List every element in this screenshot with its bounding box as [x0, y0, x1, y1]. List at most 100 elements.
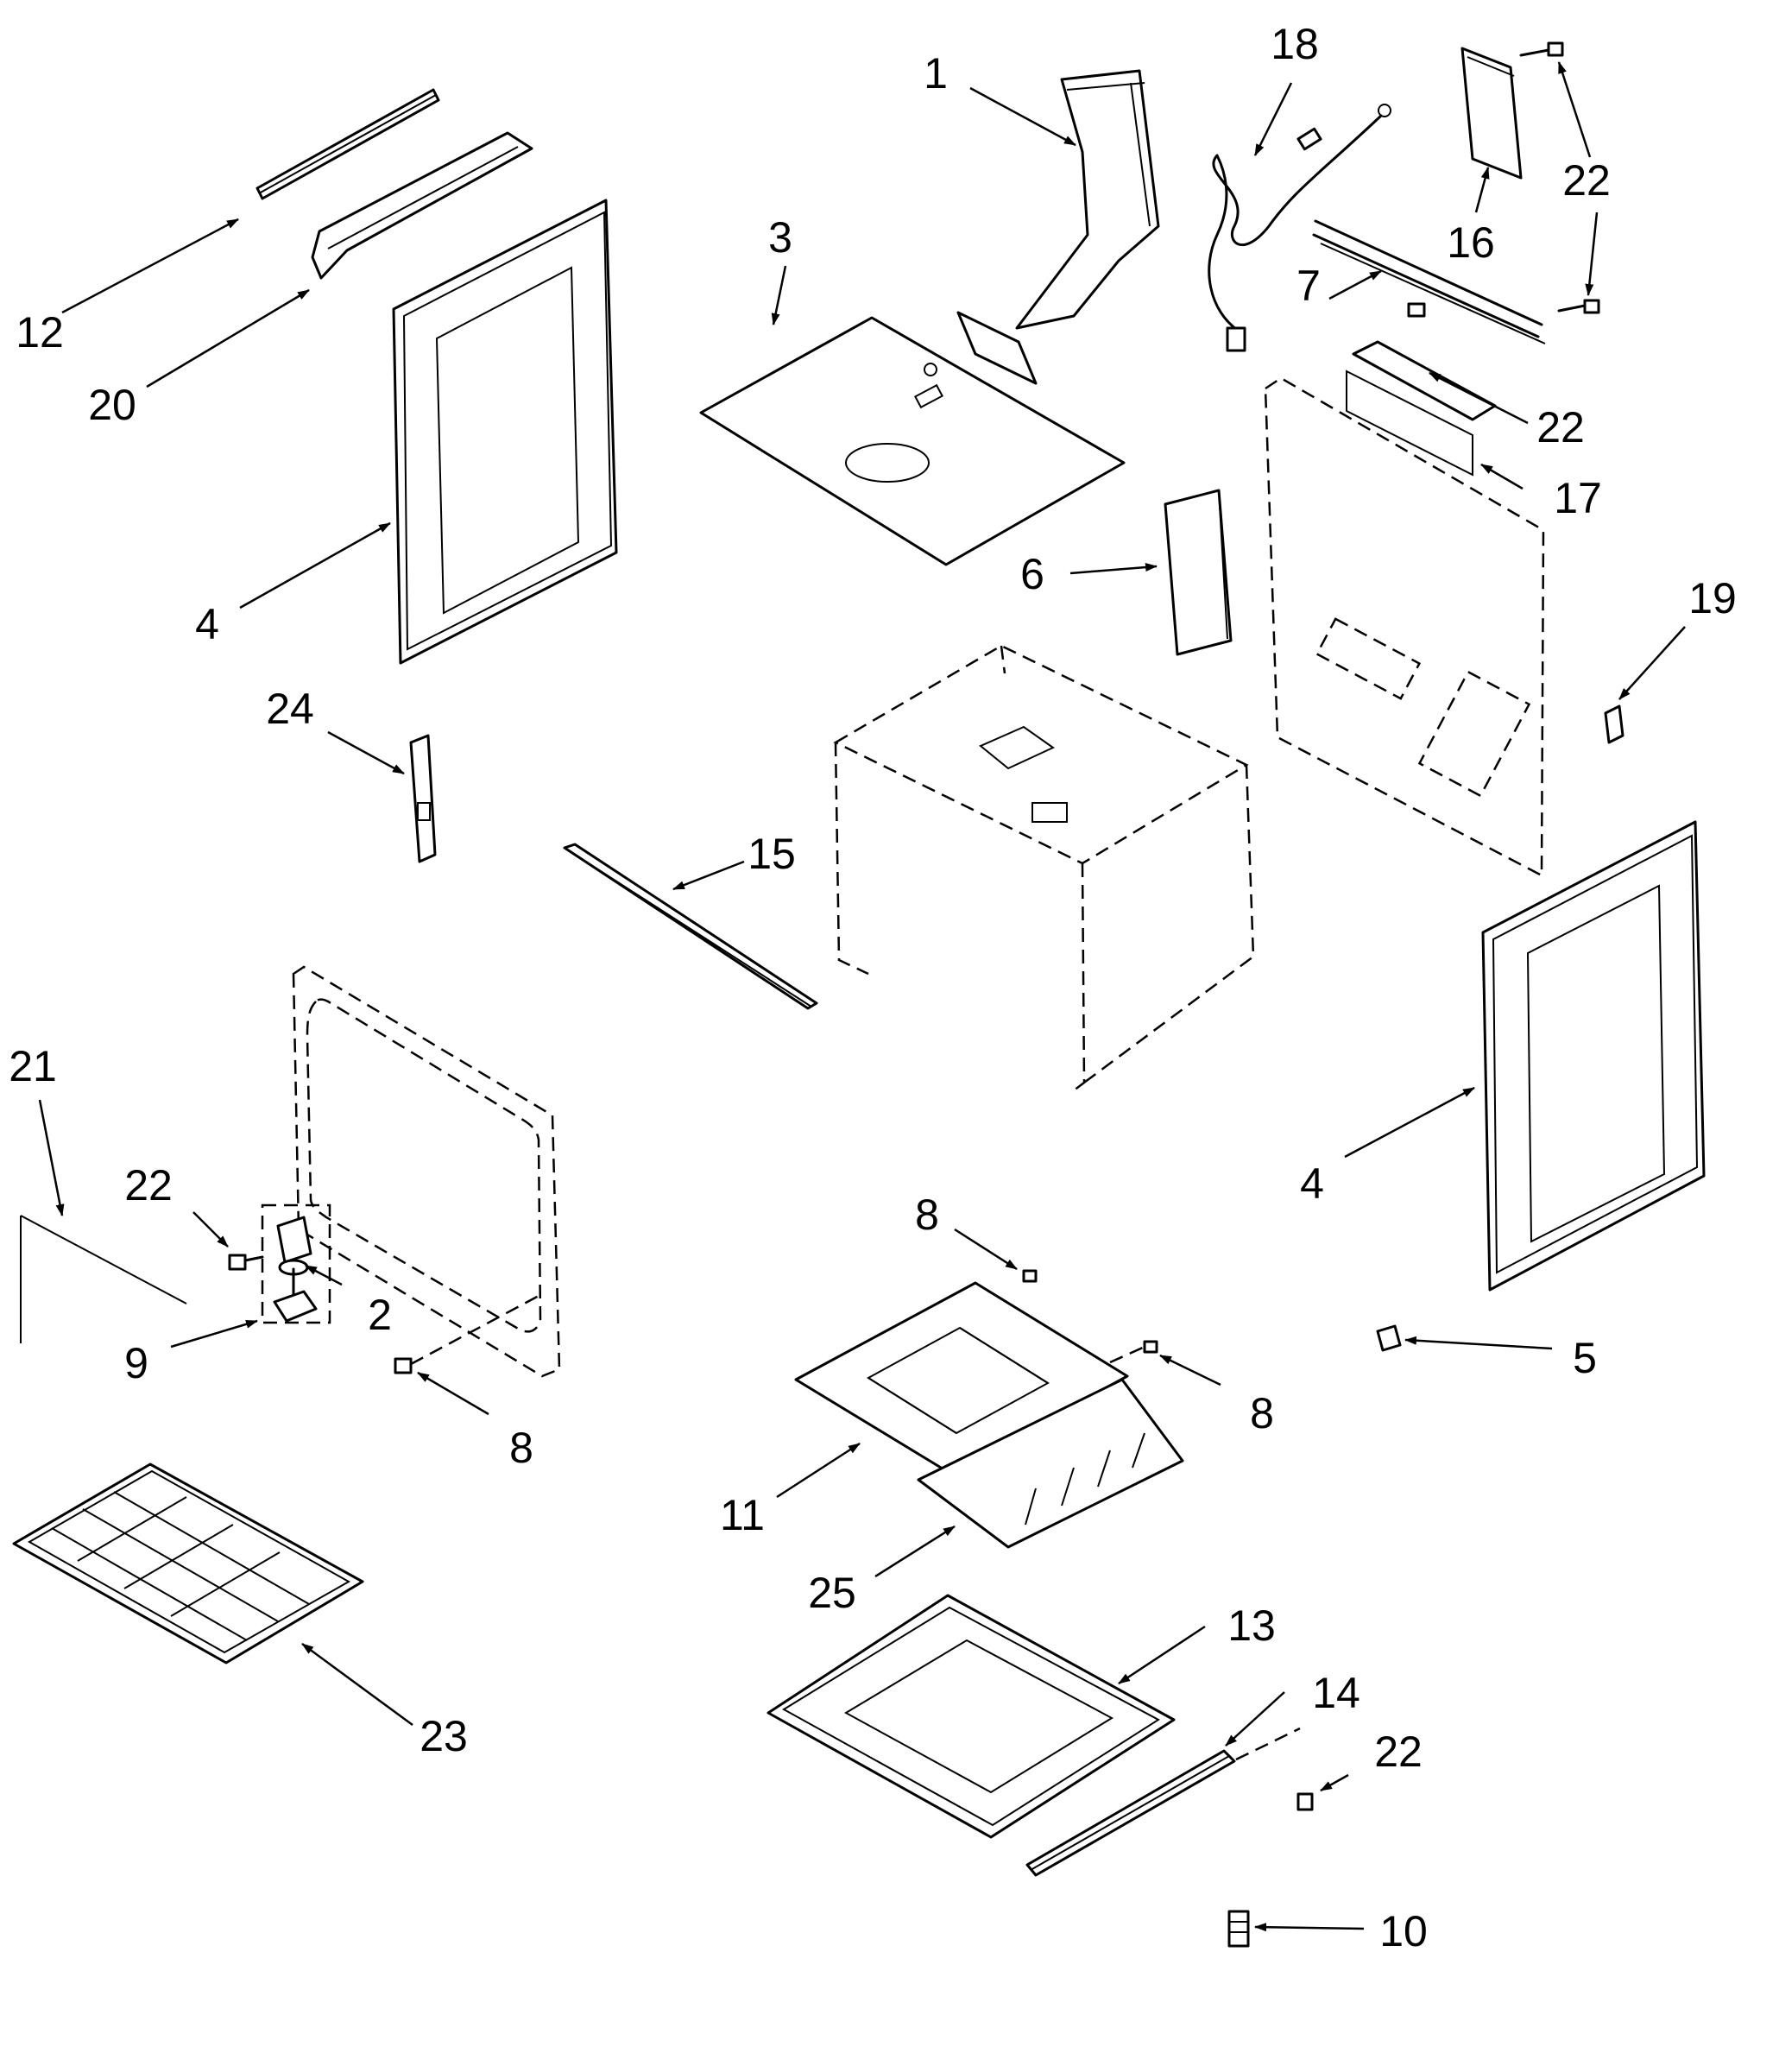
leader-6 [1069, 563, 1158, 575]
callout-8-frame: 8 [509, 1424, 533, 1472]
callout-22-top: 22 [1562, 156, 1611, 205]
callout-13: 13 [1227, 1601, 1276, 1650]
leader-13 [1118, 1625, 1206, 1685]
leader-4a [239, 521, 391, 610]
callout-11: 11 [720, 1491, 765, 1539]
callout-5: 5 [1573, 1334, 1597, 1382]
leader-9 [170, 1319, 258, 1349]
part-power-cord[interactable] [1208, 104, 1391, 352]
part-rear-panel[interactable] [1264, 376, 1545, 878]
callout-2: 2 [368, 1291, 392, 1339]
part-top-trim-strip[interactable] [255, 88, 440, 200]
part-screw-frame[interactable] [394, 1293, 541, 1374]
leader-14 [1225, 1691, 1285, 1747]
callout-24: 24 [266, 685, 314, 733]
callout-4-left: 4 [195, 600, 219, 648]
callout-7: 7 [1296, 262, 1321, 310]
part-screw-hinge[interactable] [228, 1254, 264, 1271]
leader-18 [1253, 82, 1293, 156]
part-oven-bottom[interactable] [766, 1594, 1176, 1839]
callout-22-hinge: 22 [124, 1161, 173, 1210]
leader-22a [1557, 61, 1592, 158]
leader-10 [1254, 1923, 1365, 1932]
callout-4-right: 4 [1300, 1159, 1324, 1208]
leader-24 [327, 730, 405, 775]
part-screw-bottom-right[interactable] [1235, 1727, 1314, 1811]
callout-18: 18 [1271, 20, 1319, 68]
callout-labels: 1 18 22 16 3 7 12 20 22 17 6 4 19 24 15 … [9, 20, 1737, 1955]
part-leveling-leg[interactable] [1227, 1910, 1250, 1948]
leader-8b [1159, 1354, 1221, 1387]
part-insulation-block[interactable] [1164, 489, 1233, 656]
callout-10: 10 [1379, 1907, 1428, 1955]
part-bracket[interactable] [311, 131, 533, 280]
part-glass-sheet[interactable] [20, 1215, 187, 1343]
leader-22e [192, 1211, 229, 1248]
part-top-panel[interactable] [699, 316, 1126, 566]
callout-3: 3 [768, 213, 792, 262]
callout-21: 21 [9, 1042, 57, 1090]
part-screw-element-right[interactable] [1109, 1340, 1158, 1364]
part-screw-harness[interactable] [1557, 299, 1600, 314]
part-terminal-block[interactable] [1346, 340, 1497, 477]
callout-25: 25 [808, 1569, 856, 1617]
part-stop[interactable] [1376, 1324, 1402, 1352]
callout-16: 16 [1447, 218, 1495, 267]
part-side-panel-right[interactable] [1481, 820, 1706, 1292]
part-screw-top-right[interactable] [1519, 41, 1564, 57]
leader-2 [305, 1264, 343, 1286]
part-small-bracket[interactable] [409, 734, 437, 863]
part-oven-cavity[interactable] [833, 644, 1255, 1094]
callout-14: 14 [1312, 1669, 1360, 1717]
part-heat-shield[interactable] [917, 1378, 1184, 1549]
leader-12 [61, 218, 239, 314]
part-screw-element-top[interactable] [1022, 1269, 1038, 1283]
leader-8c [417, 1371, 489, 1416]
callout-19: 19 [1688, 574, 1737, 622]
leader-15 [672, 860, 745, 891]
callout-23: 23 [420, 1712, 468, 1760]
callout-8-element-top: 8 [915, 1191, 939, 1239]
callout-12: 12 [16, 308, 64, 357]
leader-16 [1474, 167, 1490, 213]
part-oven-rack[interactable] [12, 1462, 364, 1665]
part-wire-harness[interactable] [1312, 219, 1546, 344]
part-clip[interactable] [1604, 704, 1624, 744]
leader-8a [954, 1228, 1018, 1271]
leader-1 [969, 86, 1076, 147]
callout-8-element-right: 8 [1250, 1389, 1274, 1437]
part-bottom-rail[interactable] [1025, 1749, 1236, 1877]
callout-9: 9 [124, 1339, 148, 1387]
leader-4b [1344, 1086, 1475, 1159]
leader-25 [874, 1525, 956, 1578]
callout-20: 20 [88, 381, 136, 429]
leader-lines [38, 61, 1686, 1932]
part-front-frame[interactable] [292, 965, 561, 1378]
callout-22-bottom: 22 [1374, 1728, 1423, 1776]
part-duct-plate[interactable] [956, 311, 1038, 385]
leader-21 [38, 1099, 65, 1216]
leader-22b [1585, 212, 1599, 296]
leader-22d [1320, 1773, 1349, 1792]
part-bake-element-cover[interactable] [794, 1281, 1129, 1475]
leader-11 [776, 1442, 861, 1499]
leader-19 [1618, 626, 1686, 700]
part-control-board[interactable] [1460, 47, 1523, 180]
callout-6: 6 [1020, 550, 1044, 598]
part-hinge-assembly[interactable] [261, 1203, 331, 1324]
callout-1: 1 [924, 49, 948, 98]
leader-7 [1328, 269, 1382, 300]
leader-5 [1404, 1336, 1553, 1350]
part-side-panel-left[interactable] [392, 199, 618, 665]
leader-3 [771, 265, 787, 325]
leader-17 [1480, 463, 1524, 490]
leader-22c [1429, 371, 1529, 425]
part-screw-terminal[interactable] [1407, 302, 1426, 318]
callout-15: 15 [748, 830, 796, 878]
leader-23 [301, 1642, 413, 1727]
part-vent-duct[interactable] [1015, 69, 1160, 330]
callout-22-terminal: 22 [1536, 403, 1585, 452]
leader-20 [146, 288, 310, 388]
part-front-rail[interactable] [563, 843, 818, 1010]
